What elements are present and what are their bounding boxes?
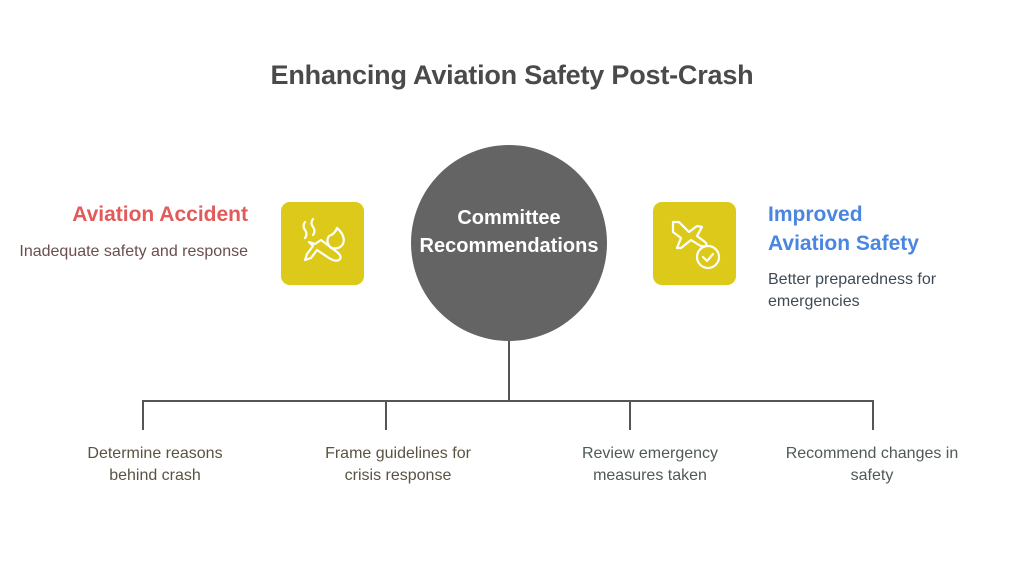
cause-icon-box	[281, 202, 364, 285]
branch-label: Determine reasons behind crash	[87, 445, 223, 484]
cause-description: Inadequate safety and response	[19, 243, 248, 260]
hub-circle: Committee Recommendations	[411, 145, 607, 341]
cause-heading: Aviation Accident	[72, 203, 248, 226]
branch-label: Review emergency measures taken	[581, 445, 719, 484]
outcome-block: Improved Aviation Safety Better prepared…	[768, 200, 998, 313]
outcome-description: Better preparedness for emergencies	[768, 271, 937, 310]
burning-plane-icon	[301, 217, 345, 262]
diagram-title: Enhancing Aviation Safety Post-Crash	[270, 60, 754, 90]
plane-check-icon	[671, 220, 720, 269]
outcome-heading: Improved Aviation Safety	[768, 203, 919, 255]
branch-label: Frame guidelines for crisis response	[325, 445, 471, 484]
branch-label: Recommend changes in safety	[785, 445, 959, 484]
outcome-icon-box	[653, 202, 736, 285]
hub-label: Committee Recommendations	[419, 207, 599, 257]
cause-block: Aviation Accident Inadequate safety and …	[0, 201, 248, 263]
